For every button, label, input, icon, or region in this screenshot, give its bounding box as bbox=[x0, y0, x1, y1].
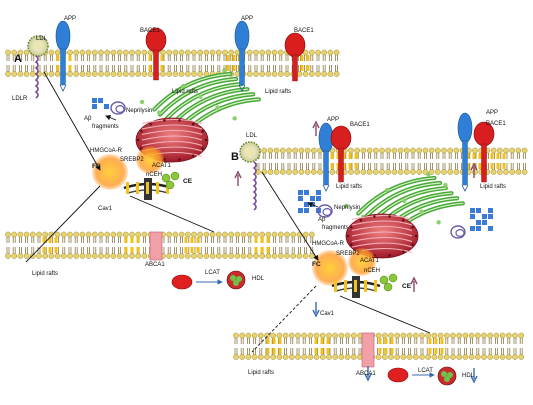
abeta-fragments-b2 bbox=[470, 208, 493, 231]
ncem-label-b: nCEH bbox=[364, 268, 380, 274]
connectors-layer bbox=[25, 71, 478, 384]
ldl-label-a: LDL bbox=[36, 36, 48, 42]
srebp2-label-a: SREBP2 bbox=[120, 157, 144, 163]
abca1-label-b: ABCA1 bbox=[356, 371, 376, 377]
lipid-rafts-label-b3: Lipid rafts bbox=[248, 370, 274, 376]
hdl-label-b: HDL bbox=[462, 373, 475, 379]
cholesteryl-ester-droplets-b bbox=[379, 273, 398, 292]
lipid-rafts-label-b1: Lipid rafts bbox=[336, 184, 362, 190]
hdl-particle-b bbox=[437, 366, 457, 386]
membrane-a-bottom bbox=[5, 231, 315, 259]
free-cholesterol-glow-a2 bbox=[136, 146, 164, 174]
ldlr-receptor-b bbox=[252, 161, 257, 211]
neprilysin-enzyme-a bbox=[110, 101, 126, 115]
increase-arrow-ce-b bbox=[410, 276, 418, 292]
neprilysin-label-a: Neprilysin bbox=[126, 108, 152, 114]
ncem-label-a: nCEH bbox=[146, 172, 162, 178]
cav1-label-a: Cav1 bbox=[98, 206, 113, 212]
arrow-fc-to-membrane-a bbox=[25, 185, 101, 263]
app-protein-b2 bbox=[457, 112, 473, 192]
hmgcoa-r-label-b: HMGCoA-R bbox=[312, 241, 345, 247]
lcat-enzyme-a bbox=[171, 274, 193, 290]
fc-label-a: FC bbox=[92, 163, 101, 170]
ce-label-a: CE bbox=[183, 178, 193, 185]
hmgcoa-r-label-a: HMGCoA-R bbox=[90, 148, 123, 154]
golgi-apparatus-a bbox=[139, 67, 261, 137]
bace1-label-b1: BACE1 bbox=[350, 122, 370, 128]
ldlr-receptor-a bbox=[34, 55, 39, 99]
lcat-enzyme-b bbox=[387, 367, 409, 383]
ab-label-b: Aβ bbox=[318, 217, 326, 223]
increase-arrow-app-b1 bbox=[312, 120, 320, 136]
hdl-label-a: HDL bbox=[252, 276, 265, 282]
arrow-cav1-to-membrane-a bbox=[129, 195, 215, 233]
bace1-protein-a1 bbox=[145, 27, 167, 81]
organelles-layer bbox=[92, 67, 465, 298]
app-protein-a1 bbox=[55, 20, 71, 92]
ldlr-label-a: LDLR bbox=[12, 96, 28, 102]
arrow-neprilysin-a bbox=[105, 115, 117, 121]
bace1-label-b2: BACE1 bbox=[486, 121, 506, 127]
acat1-label-a: ACAT1 bbox=[152, 163, 172, 169]
neprilysin-label-b: Neprilysin bbox=[334, 205, 360, 211]
srebp2-label-b: SREBP2 bbox=[336, 251, 360, 257]
app-protein-a2 bbox=[234, 20, 250, 92]
cav1-label-b: Cav1 bbox=[320, 311, 335, 317]
app-label-b1: APP bbox=[327, 117, 339, 123]
ldl-label-b: LDL bbox=[246, 133, 258, 139]
decrease-arrow-abca1-b bbox=[364, 366, 372, 382]
app-label-a1: APP bbox=[64, 16, 76, 22]
app-label-b2: APP bbox=[486, 110, 498, 116]
hdl-particle-a bbox=[226, 270, 246, 290]
ldl-particle-a bbox=[27, 35, 49, 57]
free-cholesterol-glow-b1 bbox=[312, 250, 348, 286]
abca1-transporter-b bbox=[361, 332, 375, 368]
bace1-label-a1: BACE1 bbox=[140, 28, 160, 34]
caveolin-cav1-b bbox=[331, 276, 381, 298]
abca1-label-a: ABCA1 bbox=[145, 262, 165, 268]
caveolin-cav1-a bbox=[123, 178, 173, 200]
endoplasmic-reticulum-b bbox=[345, 213, 419, 259]
abeta-fragments-a bbox=[92, 98, 109, 109]
arrow-cav1-to-membrane-b bbox=[339, 295, 431, 334]
lipid-rafts-label-b2: Lipid rafts bbox=[480, 184, 506, 190]
bace1-protein-b1 bbox=[330, 125, 352, 183]
acat1-label-b: ACAT1 bbox=[360, 258, 380, 264]
lcat-label-b: LCAT bbox=[418, 368, 433, 374]
ldl-particle-b bbox=[239, 141, 261, 163]
abca1-transporter-a bbox=[149, 231, 163, 261]
lipid-rafts-label-a1: Lipid rafts bbox=[172, 89, 198, 95]
app-label-a2: APP bbox=[241, 16, 253, 22]
lipid-rafts-label-a2: Lipid rafts bbox=[265, 89, 291, 95]
arrow-ldlr-to-fc-b bbox=[261, 171, 319, 261]
bace1-protein-a2 bbox=[284, 32, 306, 82]
decrease-arrow-cav1-b bbox=[312, 302, 320, 318]
increase-arrow-app-b2 bbox=[470, 162, 478, 178]
fragments-label-b: fragments bbox=[322, 225, 349, 231]
fragments-label-a: fragments bbox=[92, 124, 119, 130]
arrow-ldlr-to-fc-a bbox=[43, 71, 101, 171]
neprilysin-enzyme-b bbox=[317, 204, 333, 218]
free-cholesterol-glow-b2 bbox=[348, 248, 376, 276]
decrease-arrow-hdl-b bbox=[470, 368, 478, 384]
bace1-label-a2: BACE1 bbox=[294, 28, 314, 34]
fc-label-b: FC bbox=[312, 261, 321, 268]
arrow-neprilysin-b bbox=[307, 202, 319, 208]
membrane-b-bottom bbox=[233, 332, 525, 360]
ab-label-a: Aβ bbox=[84, 116, 92, 122]
panel-a-label: A bbox=[14, 53, 22, 65]
bace1-protein-b2 bbox=[473, 121, 495, 183]
lcat-label-a: LCAT bbox=[205, 270, 220, 276]
panel-b-label: B bbox=[231, 151, 239, 163]
proteins-layer bbox=[27, 20, 495, 386]
free-cholesterol-glow-a1 bbox=[92, 154, 128, 190]
neprilysin-enzyme-b2 bbox=[450, 225, 466, 239]
cholesteryl-ester-droplets-a bbox=[161, 171, 180, 190]
arrow-fc-to-membrane-b bbox=[251, 285, 317, 353]
lipid-rafts-label-a3: Lipid rafts bbox=[32, 271, 58, 277]
ce-label-b: CE bbox=[402, 283, 412, 290]
increase-arrow-ldlr-b bbox=[234, 170, 242, 186]
